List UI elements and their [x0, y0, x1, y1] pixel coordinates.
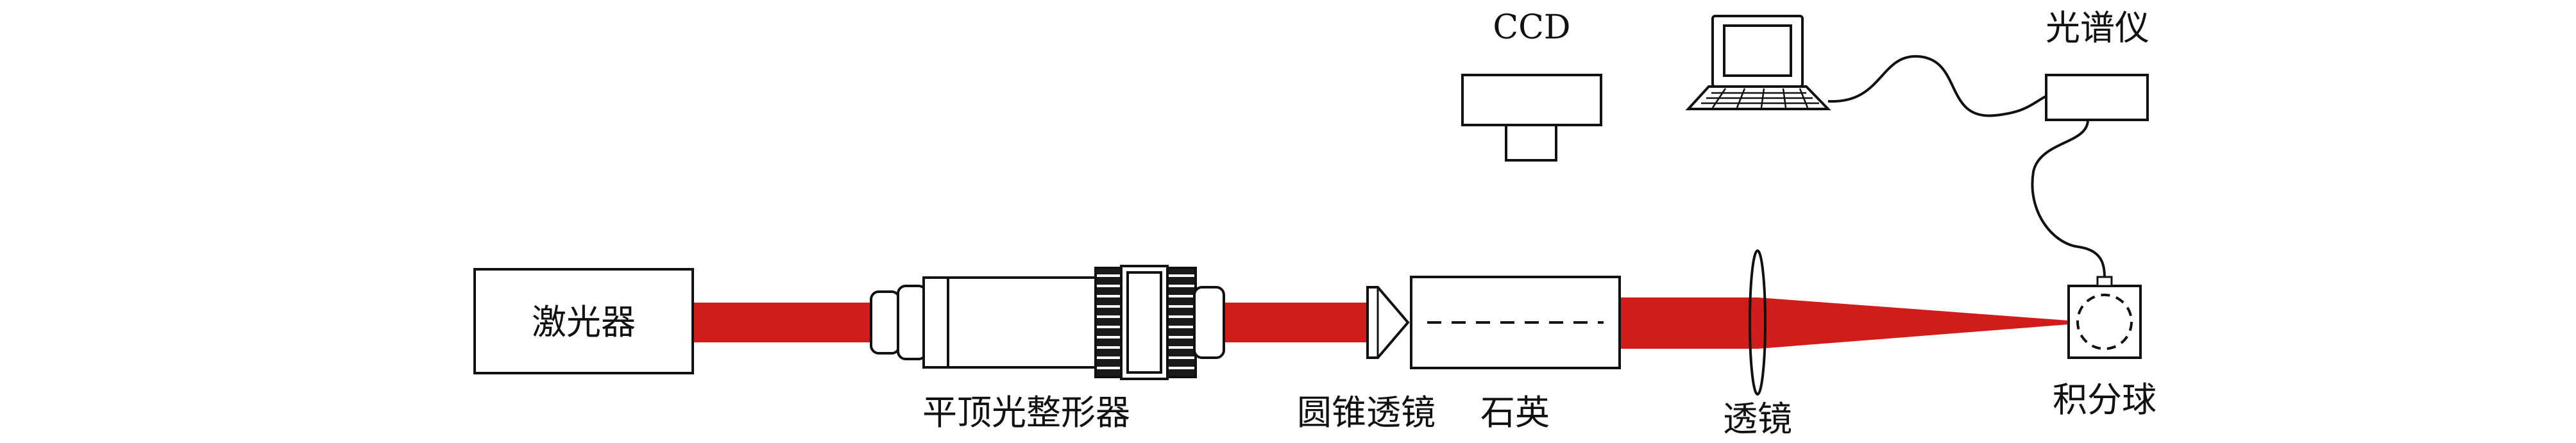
quartz-label: 石英	[1480, 392, 1550, 433]
laser-source: 激光器	[473, 268, 694, 374]
focusing-lens: 透镜	[1723, 249, 1792, 439]
quartz-box	[1410, 276, 1621, 369]
shaper-left-collar	[897, 285, 928, 360]
beam-focus-cone	[1758, 297, 2069, 349]
quartz-sample: 石英	[1410, 276, 1621, 433]
shaper-knurl-ticks-1	[1097, 274, 1120, 369]
beam-segment-quartz-to-lens	[1620, 297, 1758, 349]
laser-box	[473, 268, 694, 374]
integrating-sphere-label: 积分球	[2053, 380, 2157, 420]
axicon-lens: 圆锥透镜	[1297, 286, 1436, 433]
axicon-label: 圆锥透镜	[1297, 392, 1436, 433]
spectrometer: 光谱仪	[2045, 8, 2149, 121]
laptop-computer-icon	[1685, 15, 1831, 110]
spectrometer-label: 光谱仪	[2046, 8, 2149, 48]
ccd-lens	[1505, 124, 1557, 162]
sphere-port	[2096, 276, 2113, 287]
shaper-center-inner	[1126, 271, 1162, 374]
lens-label: 透镜	[1723, 399, 1792, 439]
beam-shaper-label: 平顶光整形器	[922, 392, 1130, 433]
shaper-knurl-ring-2	[1166, 267, 1197, 378]
shaper-knurl-ring-1	[1094, 267, 1123, 378]
shaper-knurl-ticks-2	[1169, 274, 1194, 369]
cables	[1827, 54, 2106, 278]
sphere-circle	[2076, 294, 2133, 350]
ccd-body	[1461, 74, 1602, 126]
cable-spectrometer-to-sphere	[2031, 119, 2106, 278]
spectrometer-box	[2045, 74, 2149, 121]
beam-segment-shaper-to-axicon	[1225, 303, 1368, 342]
cable-laptop-to-spectrometer	[1827, 54, 2047, 117]
laser-beam	[693, 297, 2069, 349]
laser-label: 激光器	[532, 302, 636, 342]
beam-segment-laser-to-shaper	[693, 303, 879, 342]
axicon-shape	[1366, 286, 1410, 359]
lens-shape	[1749, 249, 1767, 396]
laptop-screen	[1723, 24, 1792, 77]
ccd-label: CCD	[1493, 8, 1570, 47]
ccd-camera: CCD	[1461, 8, 1602, 162]
shaper-left-cap	[870, 290, 901, 355]
beam-shaper: 平顶光整形器	[870, 265, 1225, 433]
shaper-body	[922, 276, 1098, 369]
sphere-box	[2067, 285, 2142, 359]
integrating-sphere: 积分球	[2053, 276, 2157, 420]
laptop-keyboard	[1701, 88, 1819, 108]
shaper-right-cap	[1193, 286, 1225, 359]
